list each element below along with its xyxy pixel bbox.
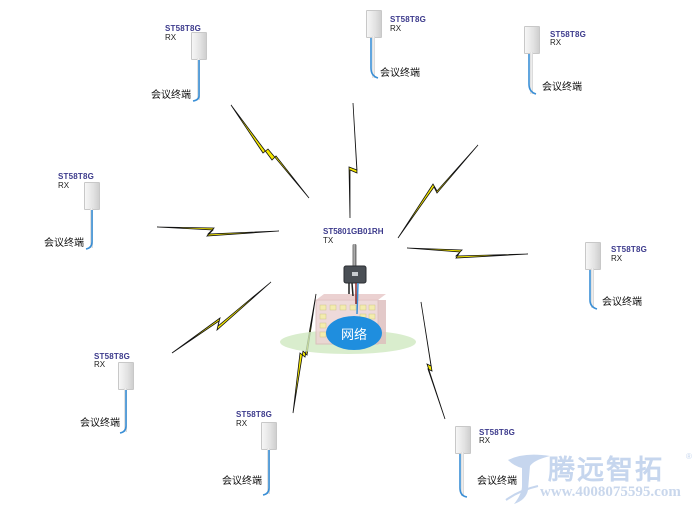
cable-icon [459,454,468,498]
lightning-bolt-icon [348,102,358,219]
cable-icon [528,54,537,95]
receiver-model: ST58T8G [611,245,648,254]
lightning-bolt-icon [406,247,529,259]
antenna-pole [530,52,533,94]
receiver-role: RX [611,254,623,263]
terminal-label: 会议终端 [44,238,84,249]
cable-icon [589,270,598,310]
lightning-bolt-icon [230,104,310,199]
transmitter-role: TX [323,236,334,245]
cable-icon [262,450,270,496]
receiver-model: ST58T8G [479,428,516,437]
receiver-model: ST58T8G [94,352,131,361]
receiver-role: RX [165,33,177,42]
terminal-label: 会议终端 [477,476,517,487]
antenna-pole [591,268,594,308]
receiver-role: RX [550,38,562,47]
antenna-pole [372,36,375,78]
receiver-model: ST58T8G [165,24,202,33]
antenna-pole [461,452,464,496]
antenna-panel-icon [455,426,471,454]
lightning-bolt-icon [171,281,272,354]
cable-icon [85,210,93,250]
brand-logo-icon [505,454,550,504]
antenna-panel-icon [118,362,134,390]
antenna-panel-icon [261,422,277,450]
terminal-label: 会议终端 [151,90,191,101]
receiver-role: RX [390,24,402,33]
receiver-role: RX [94,360,106,369]
lightning-bolt-icon [420,301,446,420]
terminal-label: 会议终端 [222,476,262,487]
transmitter-model: ST5801GB01RH [323,227,384,236]
lightning-bolt-icon [292,293,317,414]
receiver-model: ST58T8G [236,410,273,419]
transmitter-device-icon [343,244,367,314]
antenna-panel-icon [585,242,601,270]
terminal-label: 会议终端 [80,418,120,429]
lightning-bolt-icon [156,226,280,237]
antenna-panel-icon [191,32,207,60]
antenna-panel-icon [524,26,540,54]
lightning-bolt-icon [397,144,479,239]
receiver-model: ST58T8G [550,30,587,39]
brand-watermark: 腾远智拓 ® www.4008075595.com [500,446,700,512]
brand-name: 腾远智拓 [548,455,664,486]
cable-icon [192,60,200,102]
transmitter-label: ST5801GB01RH TX [323,227,383,245]
receiver-role: RX [58,181,70,190]
terminal-label: 会议终端 [380,68,420,79]
cable-icon [119,390,127,434]
receiver-model: ST58T8G [58,172,95,181]
brand-url: www.4008075595.com [540,484,681,500]
registered-mark: ® [686,452,692,461]
receiver-role: RX [236,419,248,428]
terminal-label: 会议终端 [602,297,642,308]
network-bubble: 网络 [326,316,382,350]
antenna-panel-icon [366,10,382,38]
antenna-panel-icon [84,182,100,210]
receiver-model: ST58T8G [390,15,427,24]
cable-icon [370,38,379,79]
receiver-role: RX [479,436,491,445]
terminal-label: 会议终端 [542,82,582,93]
